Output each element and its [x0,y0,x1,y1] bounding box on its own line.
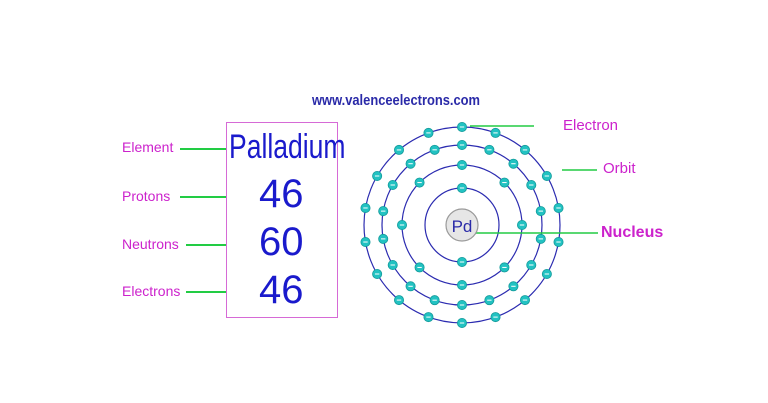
electron [553,237,564,248]
electron [499,262,510,273]
electron [526,179,537,190]
electron [484,144,495,155]
label-orbit: Orbit [603,160,636,177]
label-nucleus: Nucleus [601,224,664,241]
electron [372,170,383,181]
proton-count: 46 [259,172,304,216]
electron [508,281,519,292]
element-name: Palladium [229,128,346,166]
pointer-line-protons [180,196,226,198]
electron [456,299,467,310]
electron [535,233,546,244]
electron [499,177,510,188]
electron [517,219,528,230]
electron [508,158,519,169]
electron-group [360,122,564,328]
electron [423,312,434,323]
pointer-group [470,125,598,234]
pointer-line-electrons [186,291,226,293]
electron [405,158,416,169]
electron [378,233,389,244]
element-info-box [226,122,338,318]
electron [541,268,552,279]
label-electron: Electron [563,117,619,134]
electron [456,279,467,290]
electron [456,159,467,170]
electron [429,144,440,155]
electron [378,206,389,217]
electron [535,206,546,217]
electron [519,144,530,155]
electron [405,281,416,292]
electron [456,317,467,328]
label-element: Element [122,139,174,155]
electron [429,295,440,306]
electron-count: 46 [259,268,304,312]
electron [387,259,398,270]
electron [456,182,467,193]
electron [372,268,383,279]
electron [414,262,425,273]
label-neutrons: Neutrons [122,236,179,252]
electron [519,295,530,306]
electron [456,122,467,133]
website-url: www.valenceelectrons.com [312,92,481,109]
electron [387,179,398,190]
electron [423,127,434,138]
electron [456,256,467,267]
electron [553,202,564,213]
label-protons: Protons [122,188,171,204]
electron [414,177,425,188]
nucleus-circle [445,208,479,242]
electron [490,127,501,138]
electron [360,202,371,213]
electron [484,295,495,306]
nucleus: Pd [445,208,479,242]
electron [396,219,407,230]
element-symbol: Pd [452,217,473,236]
pointer-line-element [180,148,226,150]
electron [541,170,552,181]
electron [490,312,501,323]
neutron-count: 60 [259,220,304,264]
electron [360,237,371,248]
electron [394,295,405,306]
electron [394,144,405,155]
pointer-line-neutrons [186,244,226,246]
electron [456,139,467,150]
label-electrons: Electrons [122,283,181,299]
electron [526,259,537,270]
